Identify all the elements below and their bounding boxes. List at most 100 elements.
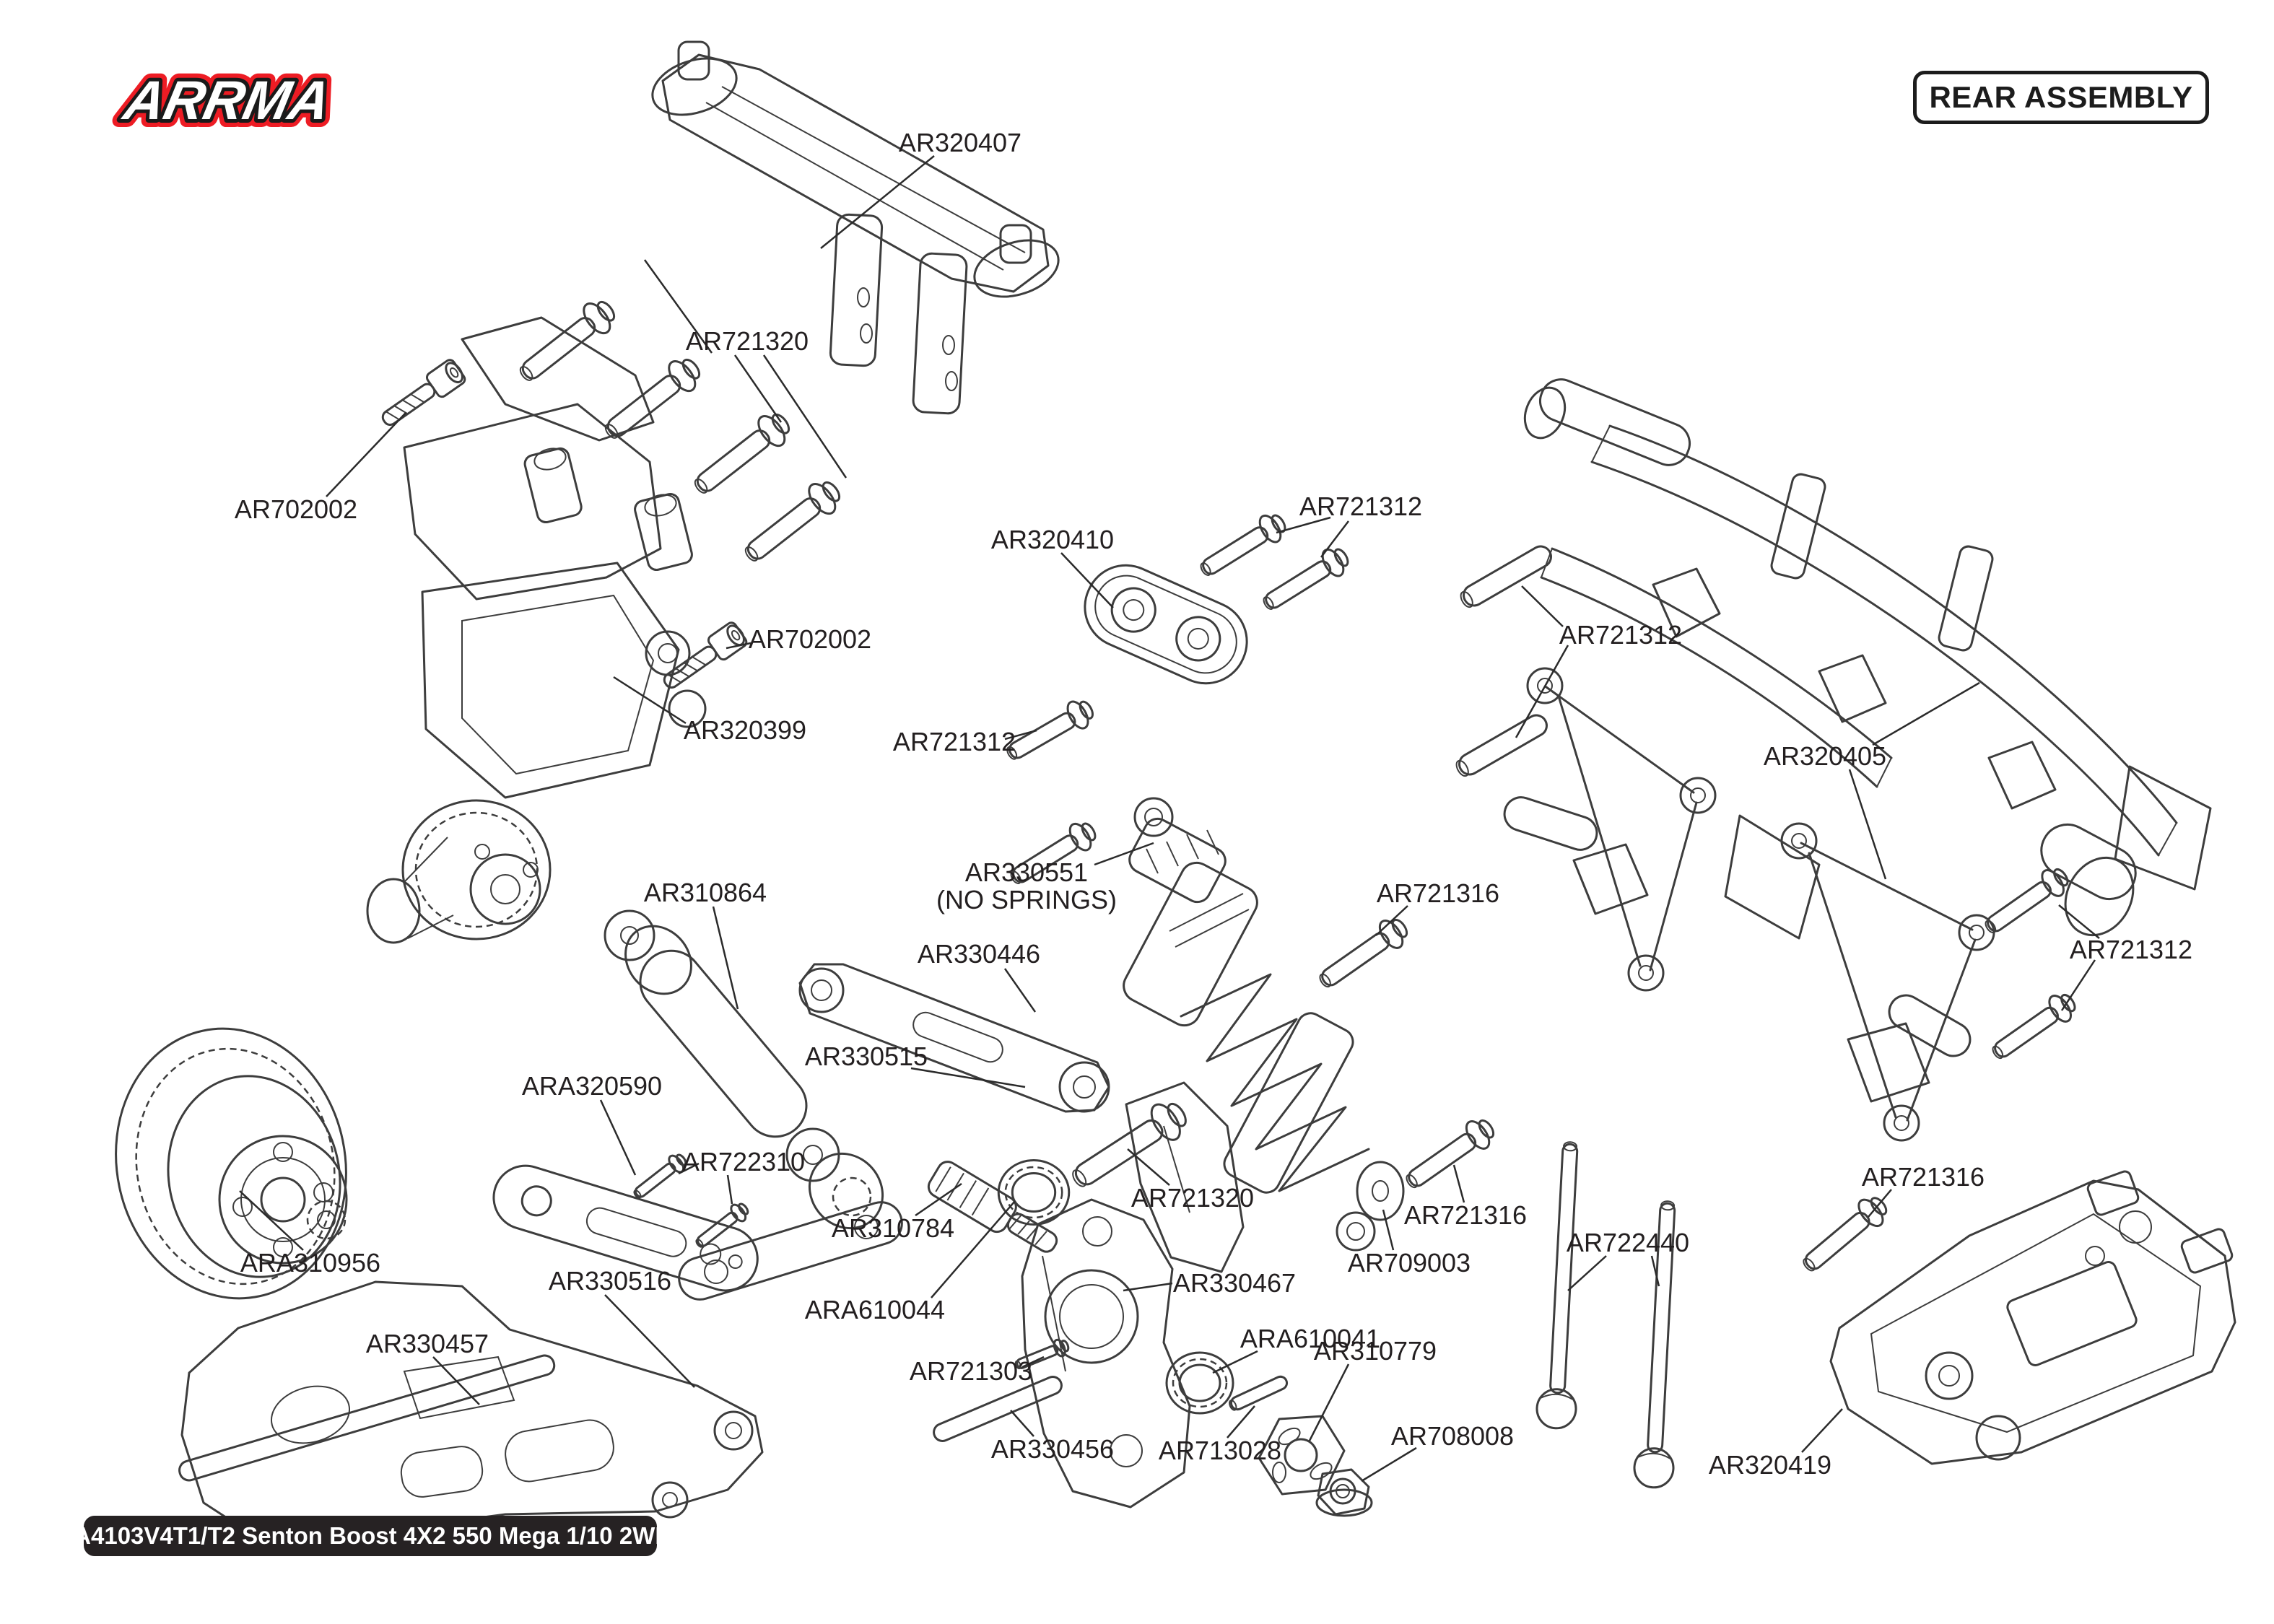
part-label-ar320410-4: AR320410 bbox=[990, 525, 1115, 555]
shock-drawing bbox=[1118, 798, 1375, 1272]
leader-line-ar330516 bbox=[604, 1294, 695, 1388]
leader-line-ar330457 bbox=[432, 1356, 480, 1405]
link-block-drawing bbox=[1072, 552, 1260, 696]
part-label-ar721316-19: AR721316 bbox=[1403, 1200, 1528, 1231]
part-label-ar320407-0: AR320407 bbox=[898, 128, 1022, 158]
logo-outline-red: ARRMA bbox=[118, 70, 336, 131]
part-label-ar330467-22: AR330467 bbox=[1172, 1268, 1297, 1298]
leader-line-ar713028 bbox=[1227, 1405, 1255, 1439]
leader-line-ar320399 bbox=[613, 676, 687, 725]
part-label-ar310784-20: AR310784 bbox=[831, 1213, 955, 1244]
leader-line-ar722310 bbox=[726, 1174, 733, 1205]
part-label-ar320419-35: AR320419 bbox=[1708, 1450, 1832, 1480]
leader-line-ar330515 bbox=[910, 1067, 1026, 1088]
part-label-ar708008-34: AR708008 bbox=[1390, 1421, 1515, 1451]
part-label-ara320590-16: ARA320590 bbox=[521, 1071, 663, 1101]
part-label-ar330446-13: AR330446 bbox=[917, 939, 1041, 969]
upper-links-right-drawing bbox=[1782, 824, 1994, 1140]
hinge-pin-long-drawing bbox=[177, 1353, 556, 1483]
part-label-ar330456-32: AR330456 bbox=[990, 1434, 1115, 1464]
part-label-ar330457-29: AR330457 bbox=[365, 1329, 489, 1359]
part-label-ar330551-10: AR330551(NO SPRINGS) bbox=[936, 857, 1118, 914]
rear-plate-drawing bbox=[1831, 1170, 2235, 1464]
part-label-ar721312-3: AR721312 bbox=[1299, 492, 1423, 522]
leader-line-ar721320 bbox=[762, 354, 848, 479]
leader-line-ar722310 bbox=[678, 1162, 700, 1175]
part-label-ar721312-14: AR721312 bbox=[2069, 935, 2193, 965]
part-label-ar320405-9: AR320405 bbox=[1763, 741, 1887, 772]
leader-line-ar721320 bbox=[1127, 1148, 1170, 1186]
body-brace-drawing bbox=[645, 42, 1066, 414]
part-label-ara310956-25: ARA310956 bbox=[240, 1248, 381, 1278]
lock-nut-drawing bbox=[1317, 1470, 1372, 1516]
part-label-ar722310-17: AR722310 bbox=[681, 1147, 806, 1177]
part-label-ar721316-12: AR721316 bbox=[1376, 878, 1500, 909]
kit-code-text: C-ARA4103V4T1/T2 Senton Boost 4X2 550 Me… bbox=[14, 1522, 727, 1549]
leader-line-ar721312 bbox=[1320, 520, 1349, 558]
part-label-ar721303-30: AR721303 bbox=[909, 1356, 1033, 1387]
leader-line-ara610041 bbox=[1212, 1350, 1258, 1374]
leader-line-ar722440 bbox=[1650, 1255, 1660, 1287]
leader-line-ara310956 bbox=[239, 1190, 304, 1251]
leader-line-ar721316 bbox=[1868, 1189, 1892, 1218]
part-label-ar713028-33: AR713028 bbox=[1158, 1436, 1282, 1466]
gearbox-tower-drawing bbox=[367, 318, 705, 943]
part-label-ar702002-2: AR702002 bbox=[234, 494, 358, 525]
leader-line-ar702002 bbox=[726, 642, 752, 650]
part-label-ar722440-23: AR722440 bbox=[1566, 1228, 1690, 1258]
driveshaft-drawing bbox=[605, 911, 897, 1243]
leader-line-ar721312 bbox=[1521, 585, 1564, 627]
hinge-pin-short-drawing bbox=[931, 1374, 1064, 1444]
part-label-subtext: (NO SPRINGS) bbox=[936, 885, 1118, 914]
leader-line-ar310784 bbox=[915, 1182, 962, 1217]
leader-line-ar721316 bbox=[1452, 1164, 1465, 1203]
leader-line-ara320590 bbox=[599, 1099, 637, 1176]
kit-code-bar: C-ARA4103V4T1/T2 Senton Boost 4X2 550 Me… bbox=[14, 1516, 726, 1556]
leader-line-ar721312 bbox=[1515, 645, 1569, 738]
leader-line-ar721320 bbox=[733, 354, 783, 423]
page-title: REAR ASSEMBLY bbox=[1913, 71, 2209, 124]
leader-line-ar320407 bbox=[820, 155, 935, 249]
part-label-ar330515-15: AR330515 bbox=[804, 1042, 928, 1072]
part-label-ar721312-6: AR721312 bbox=[1559, 620, 1683, 650]
hub-carrier-drawing bbox=[1022, 1200, 1190, 1507]
part-label-ar721316-24: AR721316 bbox=[1861, 1162, 1985, 1192]
part-label-ar310864-11: AR310864 bbox=[643, 878, 767, 908]
leader-line-ar330551 bbox=[1094, 842, 1154, 866]
part-label-ar320399-7: AR320399 bbox=[683, 715, 807, 746]
washer-drawing bbox=[1357, 1162, 1403, 1220]
leader-line-ar330456 bbox=[1010, 1410, 1034, 1437]
leader-line-ar721312 bbox=[2058, 904, 2100, 939]
leader-line-ar320405 bbox=[1848, 769, 1887, 880]
leader-line-ar722440 bbox=[1567, 1255, 1607, 1291]
leader-line-ar320410 bbox=[1060, 552, 1114, 608]
leader-line-ara610044 bbox=[931, 1200, 1016, 1298]
part-label-ar721320-1: AR721320 bbox=[685, 326, 809, 357]
leader-line-ar330467 bbox=[1123, 1282, 1173, 1292]
part-label-ar330516-26: AR330516 bbox=[548, 1266, 672, 1296]
arrma-logo: ARRMA ARRMA bbox=[110, 64, 344, 139]
logo-outline-black: ARRMA bbox=[118, 70, 336, 131]
leader-line-ar310864 bbox=[712, 906, 739, 1010]
part-label-ar709003-21: AR709003 bbox=[1347, 1248, 1471, 1278]
leader-line-ar721320 bbox=[643, 259, 713, 354]
part-label-ar310779-31: AR310779 bbox=[1313, 1336, 1437, 1366]
leader-line-ar320405 bbox=[1872, 681, 1980, 746]
page-title-text: REAR ASSEMBLY bbox=[1929, 80, 2193, 114]
leader-line-ar310779 bbox=[1308, 1363, 1350, 1441]
leader-line-ar709003 bbox=[1382, 1209, 1395, 1251]
upper-links-left-drawing bbox=[1500, 668, 1715, 990]
part-label-ara610044-27: ARA610044 bbox=[804, 1295, 946, 1325]
leader-line-ar708008 bbox=[1361, 1446, 1417, 1483]
camber-link-drawing bbox=[800, 964, 1109, 1112]
leader-line-ar721312 bbox=[2060, 959, 2096, 1011]
differential-drawing bbox=[91, 1007, 370, 1319]
leader-line-ar330446 bbox=[1003, 968, 1037, 1013]
leader-line-ar721316 bbox=[1375, 905, 1408, 936]
part-label-ara610041-28: ARA610041 bbox=[1240, 1324, 1381, 1354]
chassis-rails-drawing bbox=[1517, 373, 2210, 947]
leader-line-ar721303 bbox=[1021, 1355, 1045, 1368]
